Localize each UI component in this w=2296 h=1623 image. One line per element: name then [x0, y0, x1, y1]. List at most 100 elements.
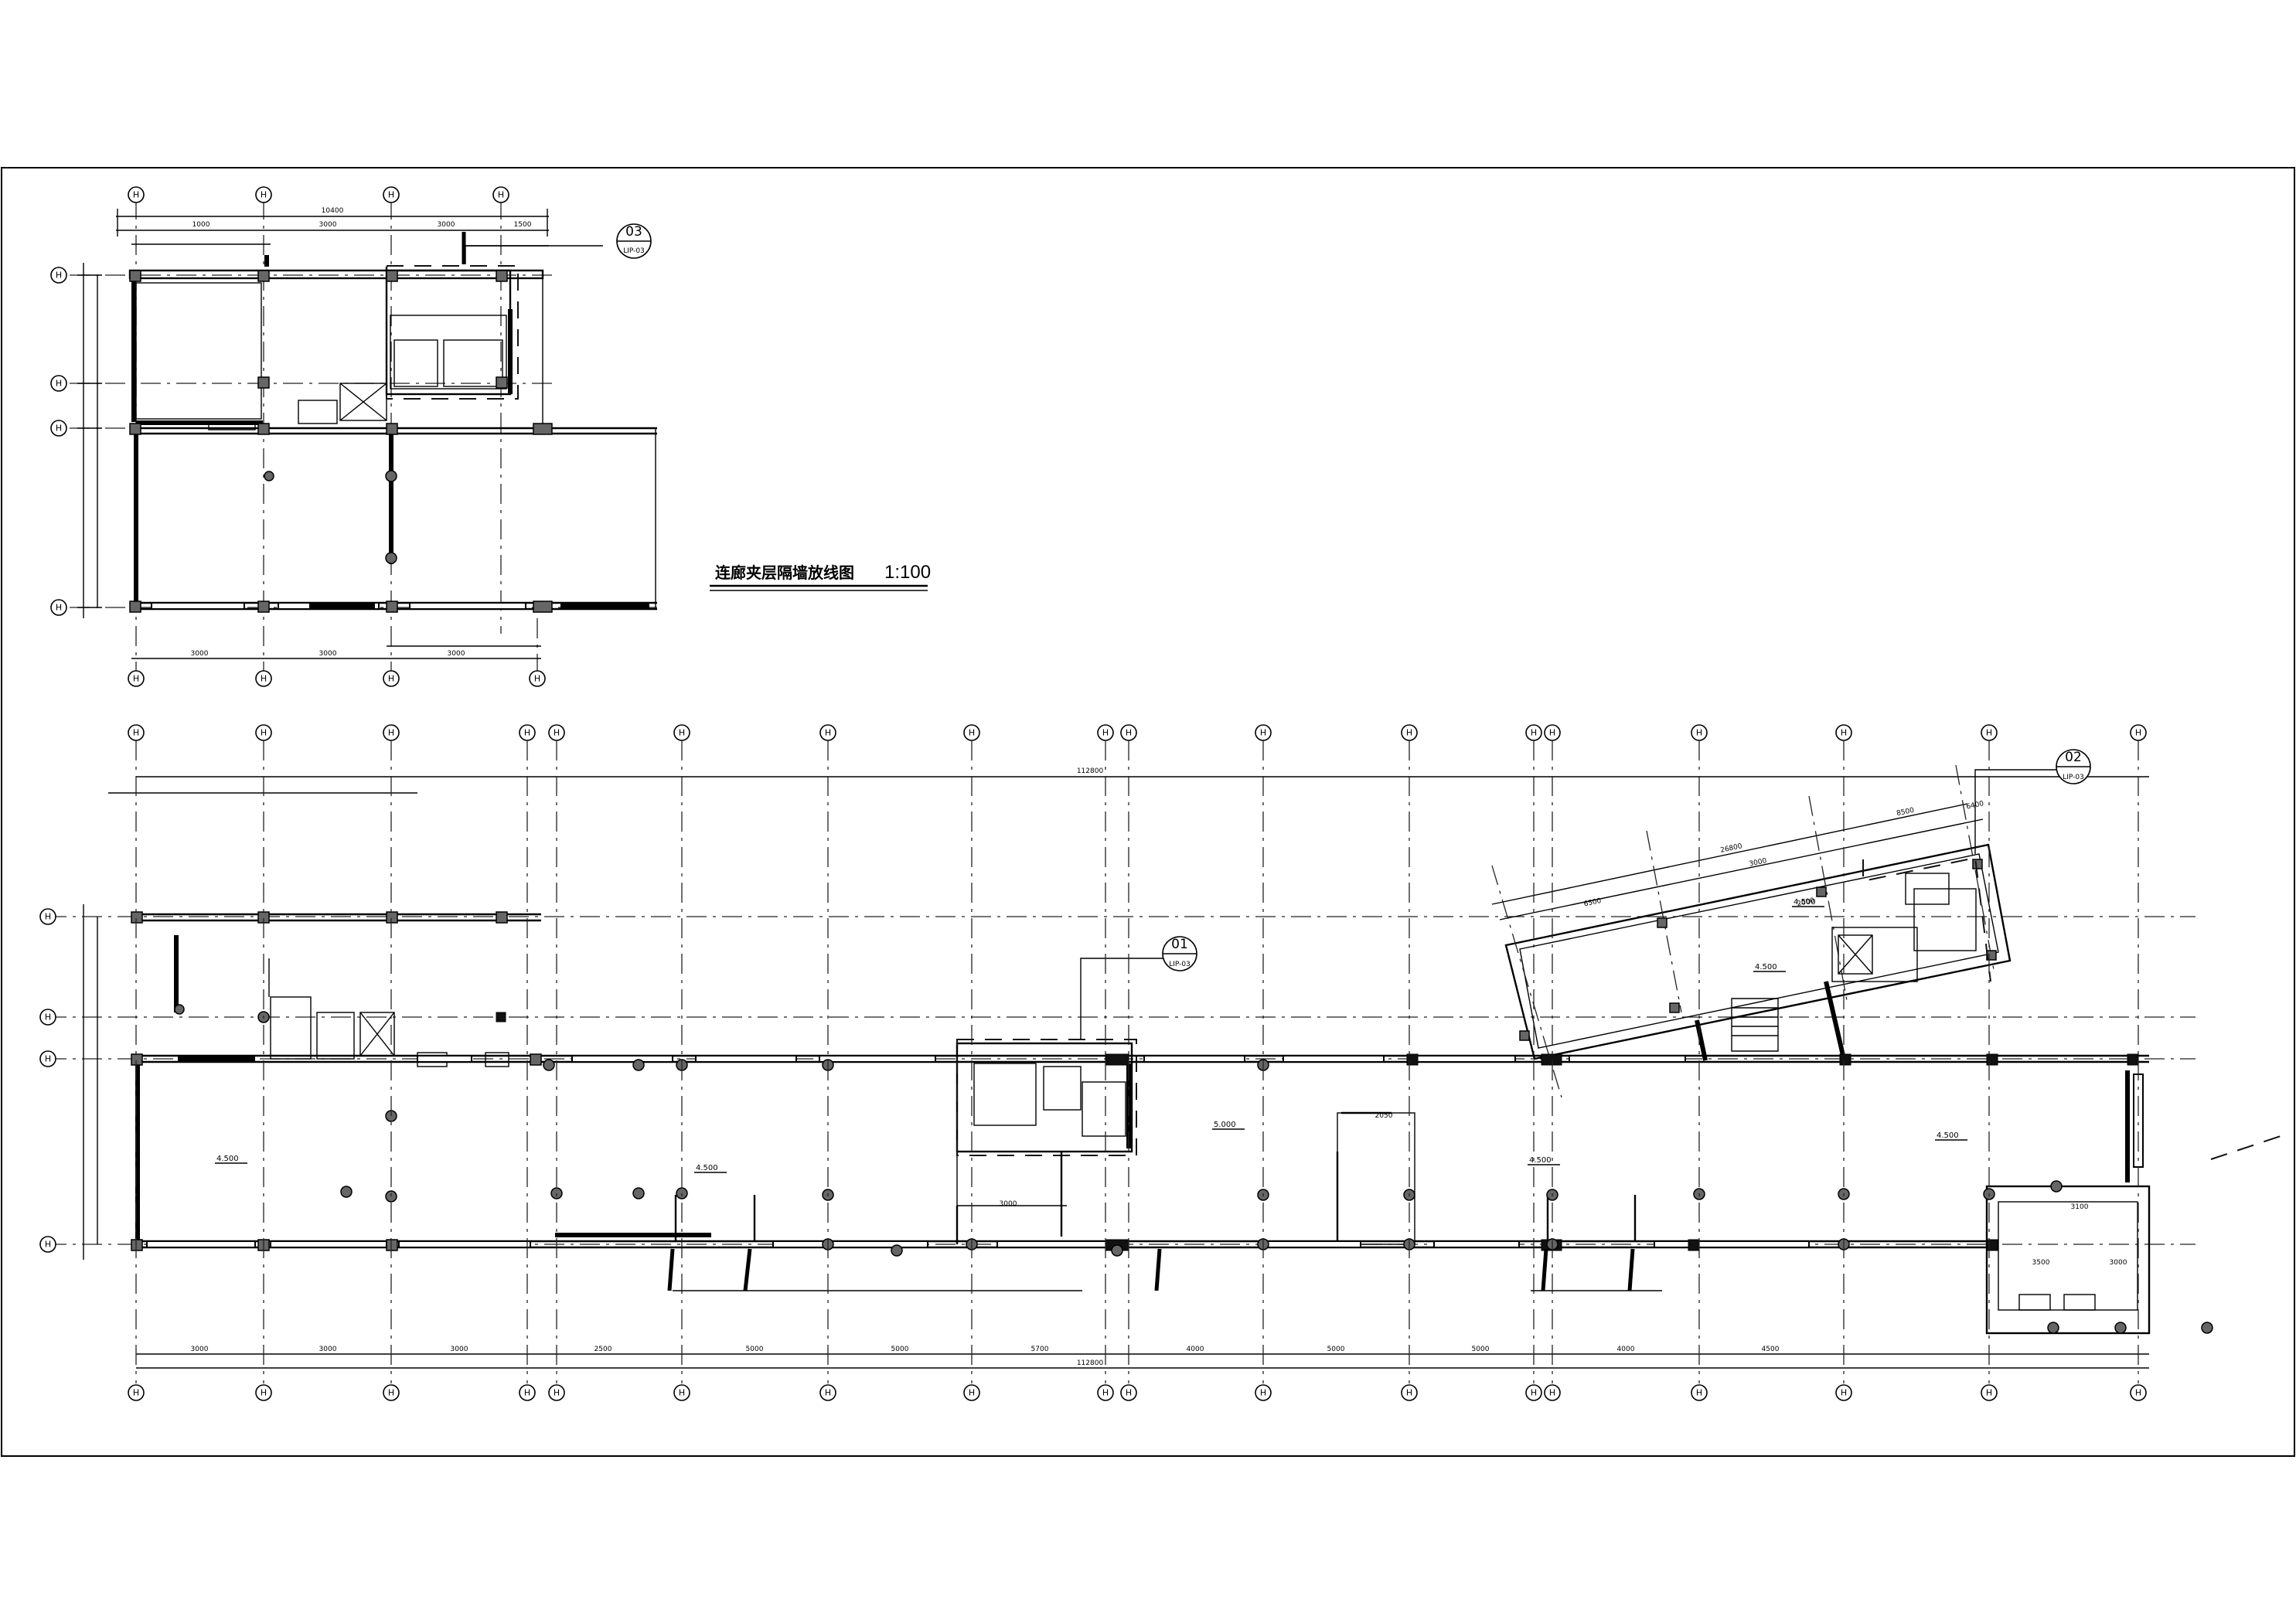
main-axis-bubble-bottom-7: H — [819, 1384, 836, 1401]
level-7: 4.500 — [1794, 898, 1816, 907]
main-bottom-dim-7: 5700 — [1031, 1346, 1049, 1353]
main-axis-bubble-bottom-14: H — [1544, 1384, 1561, 1401]
main-bottom-dim-3: 3000 — [451, 1346, 468, 1353]
main-overall-bottom: 112800 — [1077, 1359, 1104, 1367]
main-axis-bubble-top-5-label: H — [554, 728, 560, 738]
main-axis-bubble-top-14-label: H — [1549, 728, 1555, 738]
top-dim-3: 3000 — [438, 221, 455, 229]
main-row-bubble-3-label: H — [45, 1054, 51, 1064]
main-axis-bubble-top-14: H — [1544, 724, 1561, 741]
top-axis-bubble-4-label: H — [498, 190, 504, 200]
main-axis-bubble-bottom-9-label: H — [1102, 1388, 1109, 1398]
main-row-bubble-1: H — [39, 908, 56, 925]
plan-title-block: 连廊夹层隔墙放线图 1:100 — [710, 562, 931, 591]
main-axis-bubble-bottom-10-label: H — [1126, 1388, 1132, 1398]
main-row-bubble-2-label: H — [45, 1012, 51, 1022]
main-axis-bubble-top-16-label: H — [1841, 728, 1847, 738]
main-axis-bubble-bottom-1-label: H — [133, 1388, 139, 1398]
main-axis-bubble-bottom-8: H — [963, 1384, 980, 1401]
level-3: 5.000 — [1214, 1121, 1236, 1129]
main-axis-bubble-bottom-8-label: H — [969, 1388, 975, 1398]
callout-02-num: 02 — [2065, 750, 2082, 765]
main-row-bubble-4-label: H — [45, 1240, 51, 1250]
top-axis-bubble-3: H — [383, 186, 400, 203]
main-axis-bubble-top-2: H — [255, 724, 272, 741]
top-axis-bubble-3-label: H — [388, 190, 394, 200]
main-axis-bubble-bottom-12-label: H — [1406, 1388, 1412, 1398]
callout-03-num: 03 — [625, 224, 642, 240]
main-axis-bubble-top-11-label: H — [1260, 728, 1266, 738]
level-6: 4.500 — [1755, 963, 1777, 971]
top-dim-2: 3000 — [319, 221, 337, 229]
main-axis-bubble-bottom-14-label: H — [1549, 1388, 1555, 1398]
top-axis-bubble-bottom-1: H — [128, 670, 145, 687]
main-row-bubble-4: H — [39, 1236, 56, 1253]
top-axis-bubble-bottom-3: H — [383, 670, 400, 687]
main-axis-bubble-top-10-label: H — [1126, 728, 1132, 738]
main-axis-bubble-bottom-15: H — [1691, 1384, 1708, 1401]
main-axis-bubble-bottom-6-label: H — [679, 1388, 685, 1398]
main-bottom-dim-8: 4000 — [1187, 1346, 1204, 1353]
top-axis-bubble-bottom-3-label: H — [388, 674, 394, 684]
callout-01-num: 01 — [1171, 937, 1188, 952]
main-axis-bubble-top-3: H — [383, 724, 400, 741]
rot-dim-4: 8500 — [1896, 807, 1915, 818]
main-axis-bubble-top-1-label: H — [133, 728, 139, 738]
top-bottom-dim-1: 3000 — [191, 650, 209, 658]
top-axis-bubble-1: H — [128, 186, 145, 203]
callout-01: 01 LIP-03 — [1080, 936, 1197, 1039]
main-axis-bubble-bottom-5: H — [548, 1384, 565, 1401]
main-plan — [46, 764, 2281, 1369]
main-axis-bubble-bottom-16-label: H — [1841, 1388, 1847, 1398]
main-bottom-dim-9: 5000 — [1327, 1346, 1345, 1353]
top-row-bubble-1: H — [50, 267, 67, 284]
main-axis-bubble-top-4-label: H — [524, 728, 530, 738]
main-axis-bubble-bottom-11-label: H — [1260, 1388, 1266, 1398]
main-axis-bubble-top-2-label: H — [261, 728, 267, 738]
main-axis-bubble-top-6-label: H — [679, 728, 685, 738]
top-overall-dim: 10400 — [322, 207, 344, 215]
rot-dim-2: 6500 — [1583, 897, 1603, 909]
main-axis-bubble-bottom-4: H — [519, 1384, 536, 1401]
level-1: 4.500 — [216, 1155, 239, 1163]
main-axis-bubble-bottom-2-label: H — [261, 1388, 267, 1398]
main-axis-bubble-bottom-18-label: H — [2135, 1388, 2141, 1398]
main-axis-bubble-top-6: H — [673, 724, 690, 741]
main-row-bubble-3: H — [39, 1050, 56, 1067]
main-axis-bubble-top-18: H — [2130, 724, 2147, 741]
main-axis-bubble-bottom-13: H — [1525, 1384, 1542, 1401]
main-axis-bubble-top-5: H — [548, 724, 565, 741]
rotated-dims: 26800 6500 3000 8500 6400 2000 — [1583, 800, 1984, 909]
main-axis-bubble-bottom-13-label: H — [1531, 1388, 1537, 1398]
top-axis-bubble-bottom-4: H — [529, 670, 546, 687]
main-axis-bubble-bottom-15-label: H — [1696, 1388, 1702, 1398]
top-row-bubble-2-label: H — [56, 379, 62, 389]
main-axis-bubble-top-17: H — [1981, 724, 1998, 741]
top-row-bubble-1-label: H — [56, 270, 62, 281]
main-bottom-dim-6: 5000 — [891, 1346, 909, 1353]
main-axis-bubble-bottom-5-label: H — [554, 1388, 560, 1398]
main-bottom-dim-1: 3000 — [191, 1346, 209, 1353]
top-row-bubble-2: H — [50, 375, 67, 392]
main-axis-bubble-bottom-7-label: H — [825, 1388, 831, 1398]
main-axis-bubble-bottom-4-label: H — [524, 1388, 530, 1398]
main-axis-bubble-top-7-label: H — [825, 728, 831, 738]
plan-scale: 1:100 — [884, 562, 931, 583]
top-plan: 10400 1000 3000 3000 1500 3000 3000 3000 — [70, 199, 657, 671]
main-axis-bubble-bottom-2: H — [255, 1384, 272, 1401]
main-overall-top: 112800 — [1077, 767, 1104, 775]
main-row-bubble-2: H — [39, 1009, 56, 1026]
plan-title: 连廊夹层隔墙放线图 — [715, 563, 854, 582]
top-axis-bubble-bottom-2-label: H — [261, 674, 267, 684]
main-axis-bubble-top-16: H — [1835, 724, 1852, 741]
top-bottom-dim-2: 3000 — [319, 650, 337, 658]
callout-01-sheet: LIP-03 — [1169, 961, 1191, 968]
main-row-bubble-1-label: H — [45, 912, 51, 922]
main-axis-bubble-bottom-1: H — [128, 1384, 145, 1401]
main-grid-lines — [135, 740, 2139, 1383]
main-axis-bubble-top-3-label: H — [388, 728, 394, 738]
top-dim-4: 1500 — [514, 221, 532, 229]
